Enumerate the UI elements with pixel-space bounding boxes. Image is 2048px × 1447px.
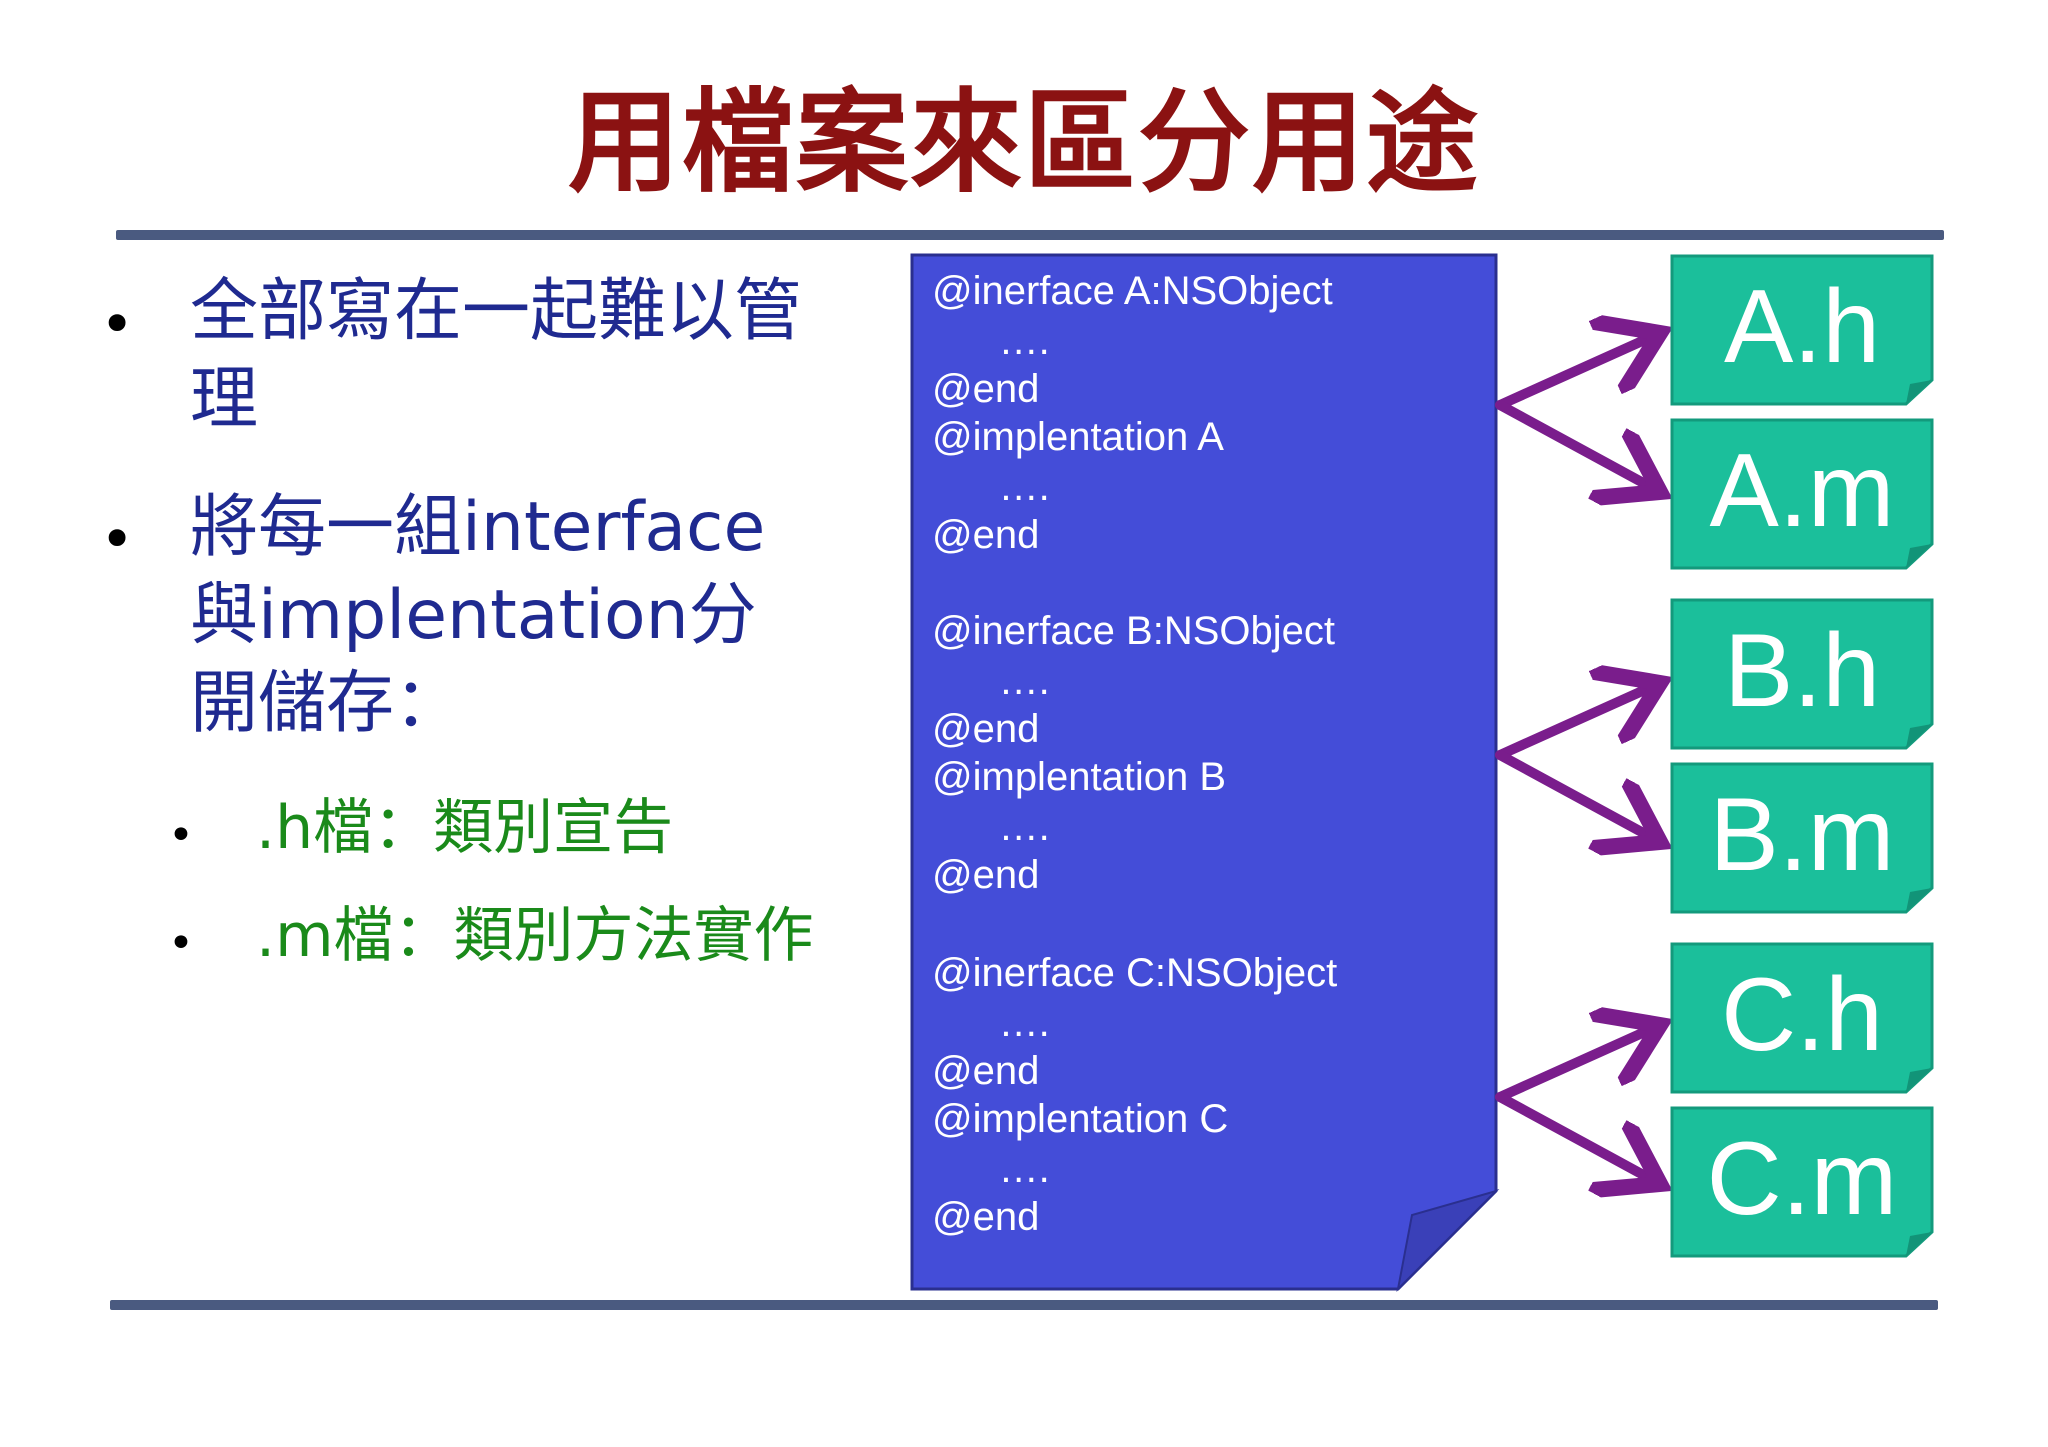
code-line: @end [932, 1195, 1040, 1239]
source-document: @inerface A:NSObject ….@end@implentation… [910, 253, 1500, 1293]
code-line: …. [932, 659, 1050, 703]
arrow-to-b-h [1495, 683, 1660, 760]
code-line: @implentation B [932, 755, 1227, 799]
file-box-b-m: B.m [1670, 762, 1934, 914]
file-box-b-h: B.h [1670, 598, 1934, 750]
file-name: A.h [1723, 269, 1881, 385]
file-name: A.m [1709, 433, 1895, 549]
file-name: C.m [1706, 1121, 1898, 1237]
document-shape [910, 253, 1500, 1292]
arrow-to-c-h [1495, 1025, 1660, 1102]
file-name: C.h [1721, 957, 1883, 1073]
code-line: @end [932, 513, 1040, 557]
sub-bullet-text-2: .m檔：類別方法實作 [256, 901, 814, 971]
code-line: @implentation A [932, 415, 1224, 459]
file-box-shape [1670, 1106, 1934, 1258]
code-line: @end [932, 1049, 1040, 1093]
code-line: @inerface A:NSObject [932, 269, 1333, 313]
top-divider [116, 230, 1944, 240]
code-line: @inerface C:NSObject [932, 951, 1338, 995]
bullet-dot: • [100, 505, 135, 573]
code-line: @implentation C [932, 1097, 1229, 1141]
bullet-text-2: 將每一組interface與implentation分開儲存： [190, 488, 766, 743]
code-line: …. [932, 319, 1050, 363]
code-line: @end [932, 367, 1040, 411]
file-box-a-m: A.m [1670, 418, 1934, 570]
file-box-shape [1670, 942, 1934, 1094]
file-box-shape [1670, 254, 1934, 406]
file-box-c-h: C.h [1670, 942, 1934, 1094]
file-name: B.h [1723, 613, 1881, 729]
slide-title: 用檔案來區分用途 [568, 78, 1480, 208]
code-line: @end [932, 707, 1040, 751]
sub-bullet-dot: • [168, 810, 194, 861]
file-box-shape [1670, 418, 1934, 570]
bullet-dot: • [100, 290, 135, 358]
code-line: @inerface B:NSObject [932, 609, 1335, 653]
arrow-to-c-m [1495, 1092, 1660, 1184]
sub-bullet-text-1: .h檔：類別宣告 [256, 793, 674, 863]
code-line: …. [932, 1001, 1050, 1045]
file-box-a-h: A.h [1670, 254, 1934, 406]
code-line: …. [932, 465, 1050, 509]
arrow-to-b-m [1495, 750, 1660, 842]
bottom-divider [110, 1300, 1938, 1310]
code-line: …. [932, 805, 1050, 849]
sub-bullet-dot: • [168, 918, 194, 969]
arrow-to-a-h [1495, 333, 1660, 410]
file-name: B.m [1709, 777, 1895, 893]
file-box-shape [1670, 762, 1934, 914]
arrow-to-a-m [1495, 400, 1660, 492]
code-line: …. [932, 1147, 1050, 1191]
file-box-shape [1670, 598, 1934, 750]
file-box-c-m: C.m [1670, 1106, 1934, 1258]
code-line: @end [932, 853, 1040, 897]
bullet-text-1: 全部寫在一起難以管理 [190, 272, 803, 439]
